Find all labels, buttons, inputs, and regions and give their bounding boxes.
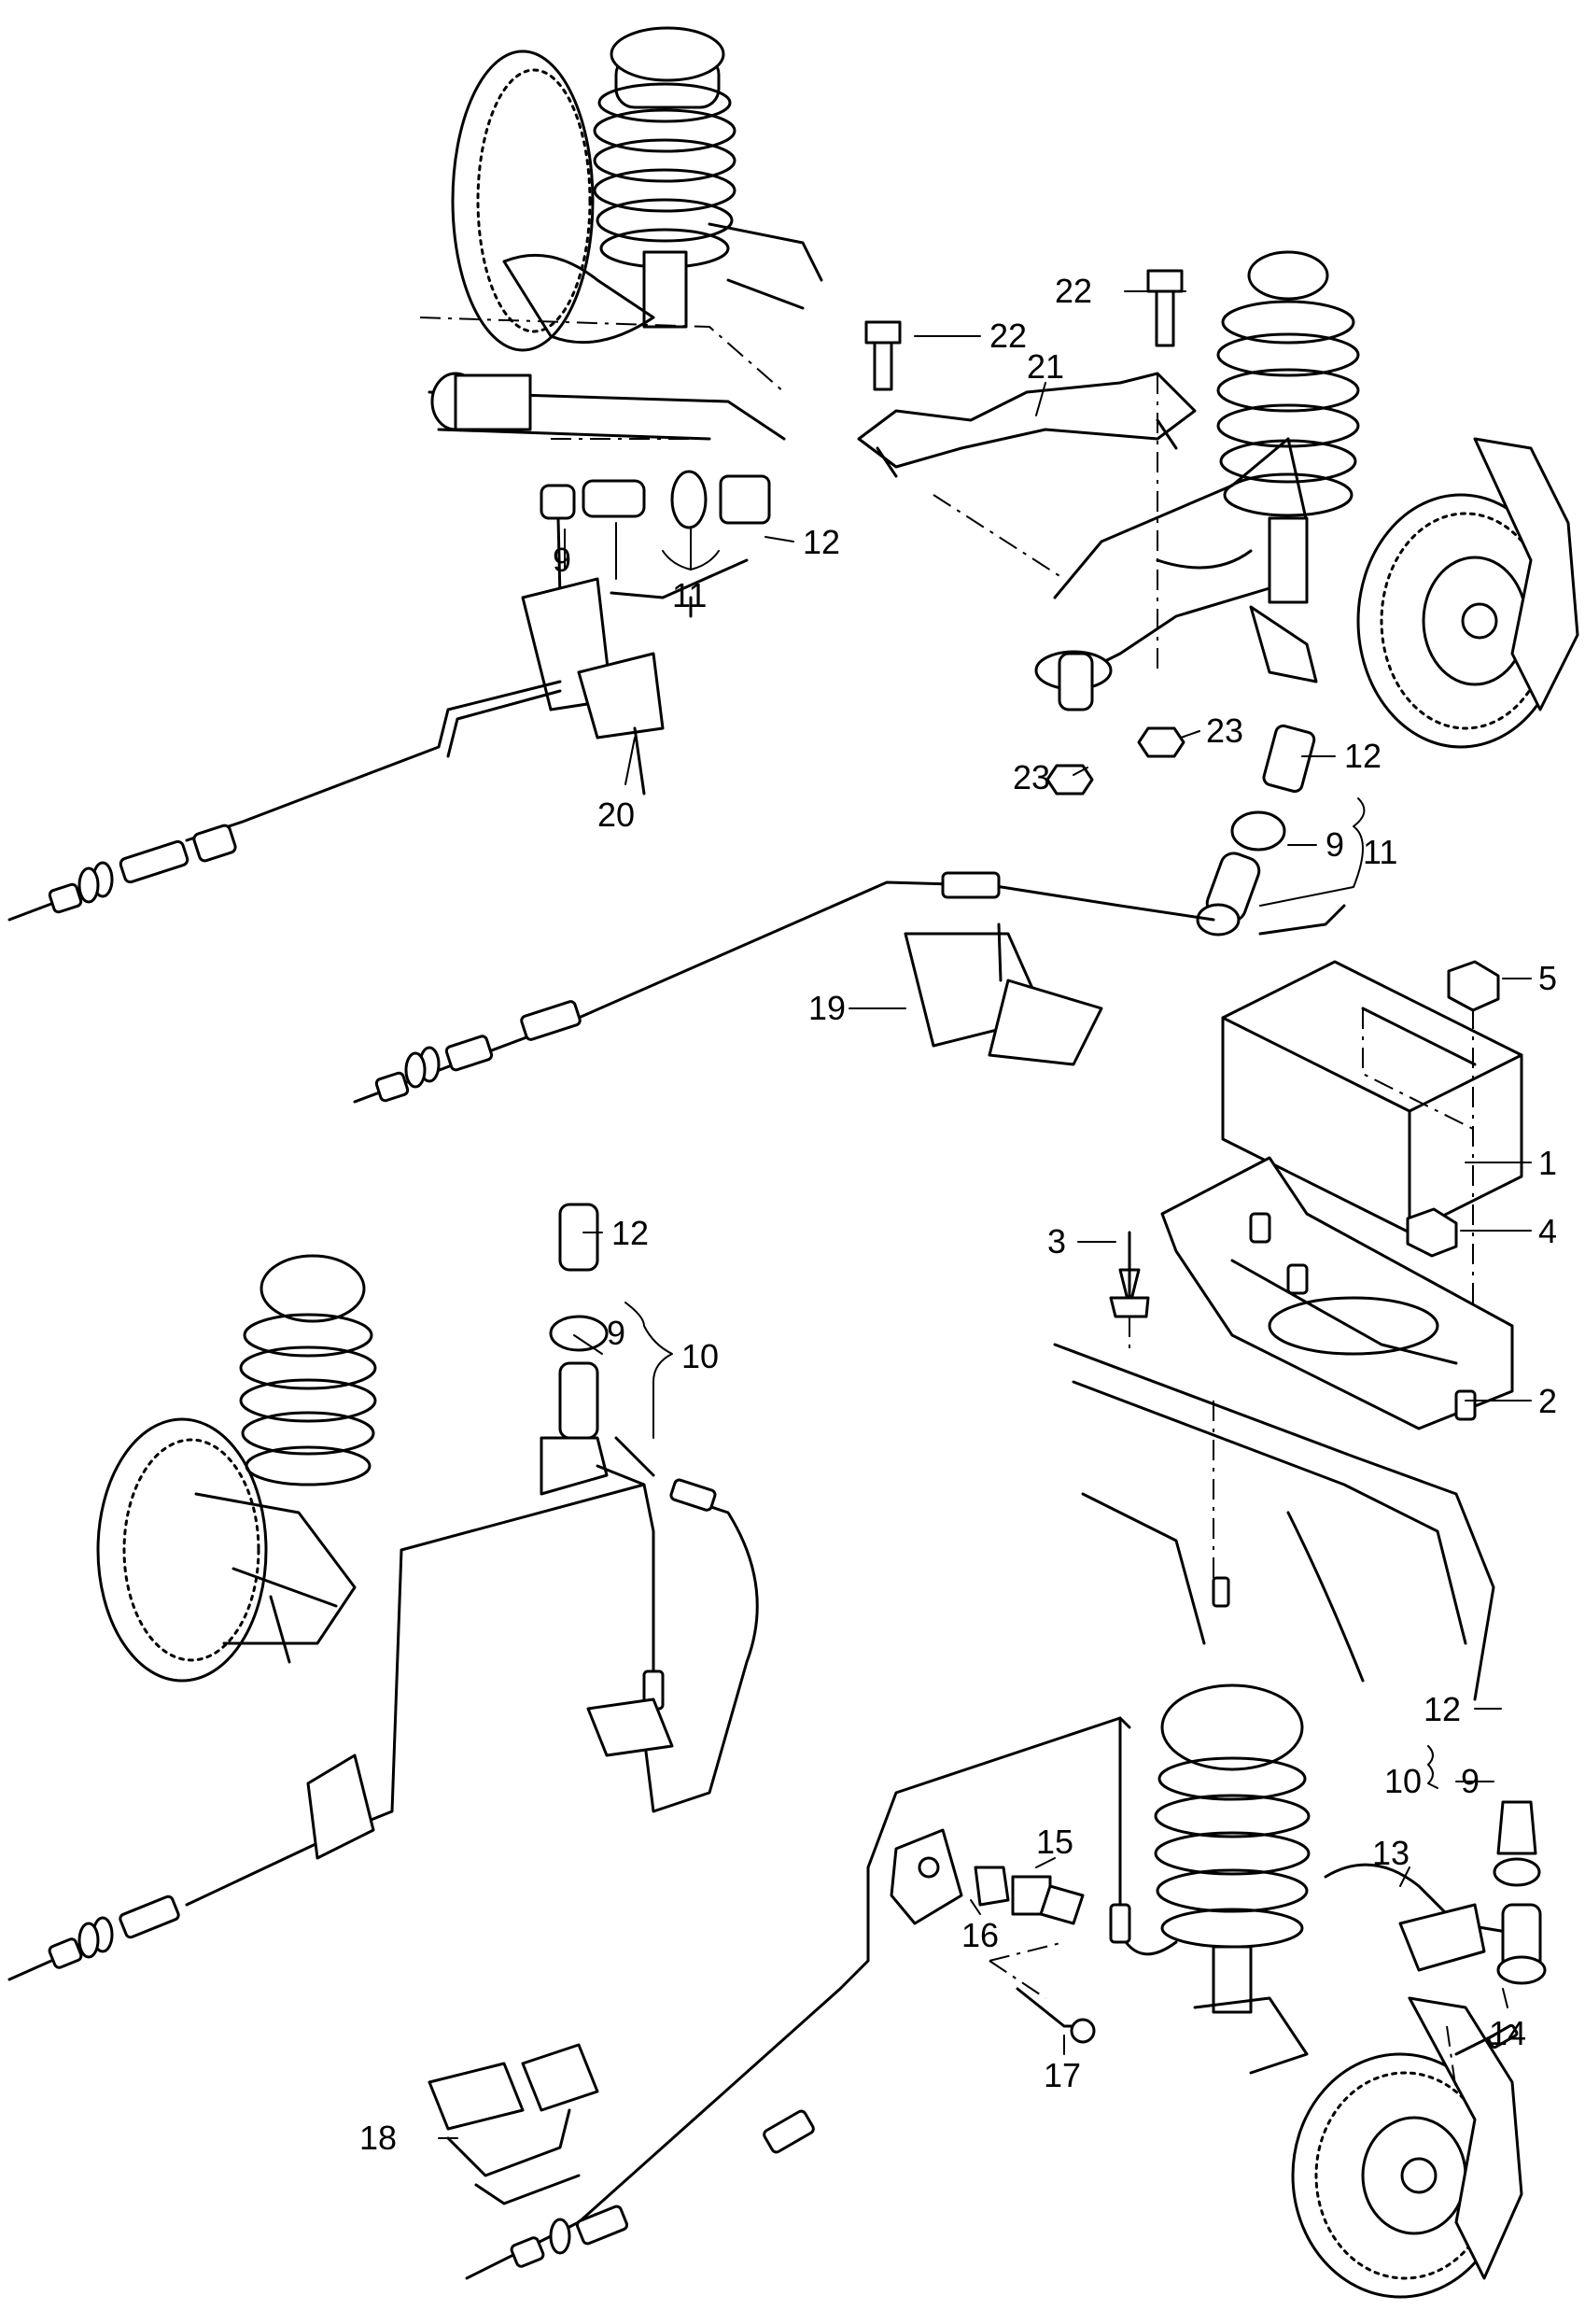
callout-3: 3 <box>1047 1222 1066 1261</box>
bracket-21 <box>857 372 1197 478</box>
bracket-2 <box>1160 1156 1514 1430</box>
screw-17 <box>989 1941 1096 2044</box>
callout-21: 21 <box>1027 347 1064 386</box>
callout-10: 10 <box>1384 1762 1422 1800</box>
callout-9: 9 <box>553 541 571 579</box>
callout-4: 4 <box>1538 1212 1557 1250</box>
control-unit-1 <box>1221 960 1523 1234</box>
leader-lines <box>438 290 1532 2139</box>
callout-13: 13 <box>1372 1834 1410 1872</box>
callout-15: 15 <box>1036 1823 1073 1861</box>
callout-9: 9 <box>1326 825 1344 864</box>
bracket-plate-16-15 <box>890 1828 1085 1925</box>
callout-20: 20 <box>597 796 635 834</box>
callout-23: 23 <box>1013 758 1050 796</box>
bracket-19 <box>904 923 1103 1066</box>
callout-labels: 1 2 3 4 5 9 9 9 9 10 10 11 11 12 12 12 1… <box>359 272 1557 2157</box>
callout-17: 17 <box>1044 2056 1081 2094</box>
level-sensor-link-right <box>1196 724 1346 937</box>
bracket-20 <box>521 577 665 796</box>
rivet-3 <box>1109 1231 1150 1354</box>
body-frame <box>1053 1343 1495 1701</box>
callout-19: 19 <box>808 989 846 1027</box>
control-arm-right <box>933 373 1309 711</box>
nut-4 <box>1406 1207 1458 1258</box>
cable-lower-right <box>465 1716 1178 2280</box>
strut-assembly-lower-left <box>96 1254 377 1683</box>
clip-18 <box>428 2043 599 2205</box>
strut-assembly-top-left <box>419 26 823 441</box>
callout-12: 12 <box>1344 737 1382 775</box>
callout-2: 2 <box>1538 1382 1557 1420</box>
callout-10: 10 <box>681 1337 719 1375</box>
callout-9: 9 <box>1461 1762 1480 1800</box>
strut-right-lower <box>1154 1683 1523 2299</box>
callout-22: 22 <box>1055 272 1092 310</box>
nuts-23 <box>1045 726 1185 796</box>
callout-11: 11 <box>1363 833 1397 871</box>
strut-right-upper <box>1216 250 1579 749</box>
callout-14: 14 <box>1489 2014 1526 2052</box>
nut-5 <box>1447 960 1500 1345</box>
level-sensor-link-upper <box>540 470 771 618</box>
cable-middle <box>353 871 1215 1104</box>
callout-9: 9 <box>607 1314 625 1352</box>
level-sensor-link-center <box>540 1203 655 1496</box>
link-13-14 <box>1398 1800 1547 2092</box>
callout-12: 12 <box>611 1214 649 1252</box>
callout-16: 16 <box>961 1916 999 1954</box>
callout-1: 1 <box>1538 1144 1557 1182</box>
cable-lower-left <box>7 1464 759 1981</box>
callout-18: 18 <box>359 2119 397 2157</box>
callout-23: 23 <box>1206 711 1243 750</box>
callout-11: 11 <box>672 576 707 614</box>
callout-12: 12 <box>1424 1690 1461 1728</box>
callout-12: 12 <box>803 523 840 561</box>
callout-22: 22 <box>989 317 1027 355</box>
callout-5: 5 <box>1538 959 1557 997</box>
cable-upper-left <box>7 680 562 922</box>
